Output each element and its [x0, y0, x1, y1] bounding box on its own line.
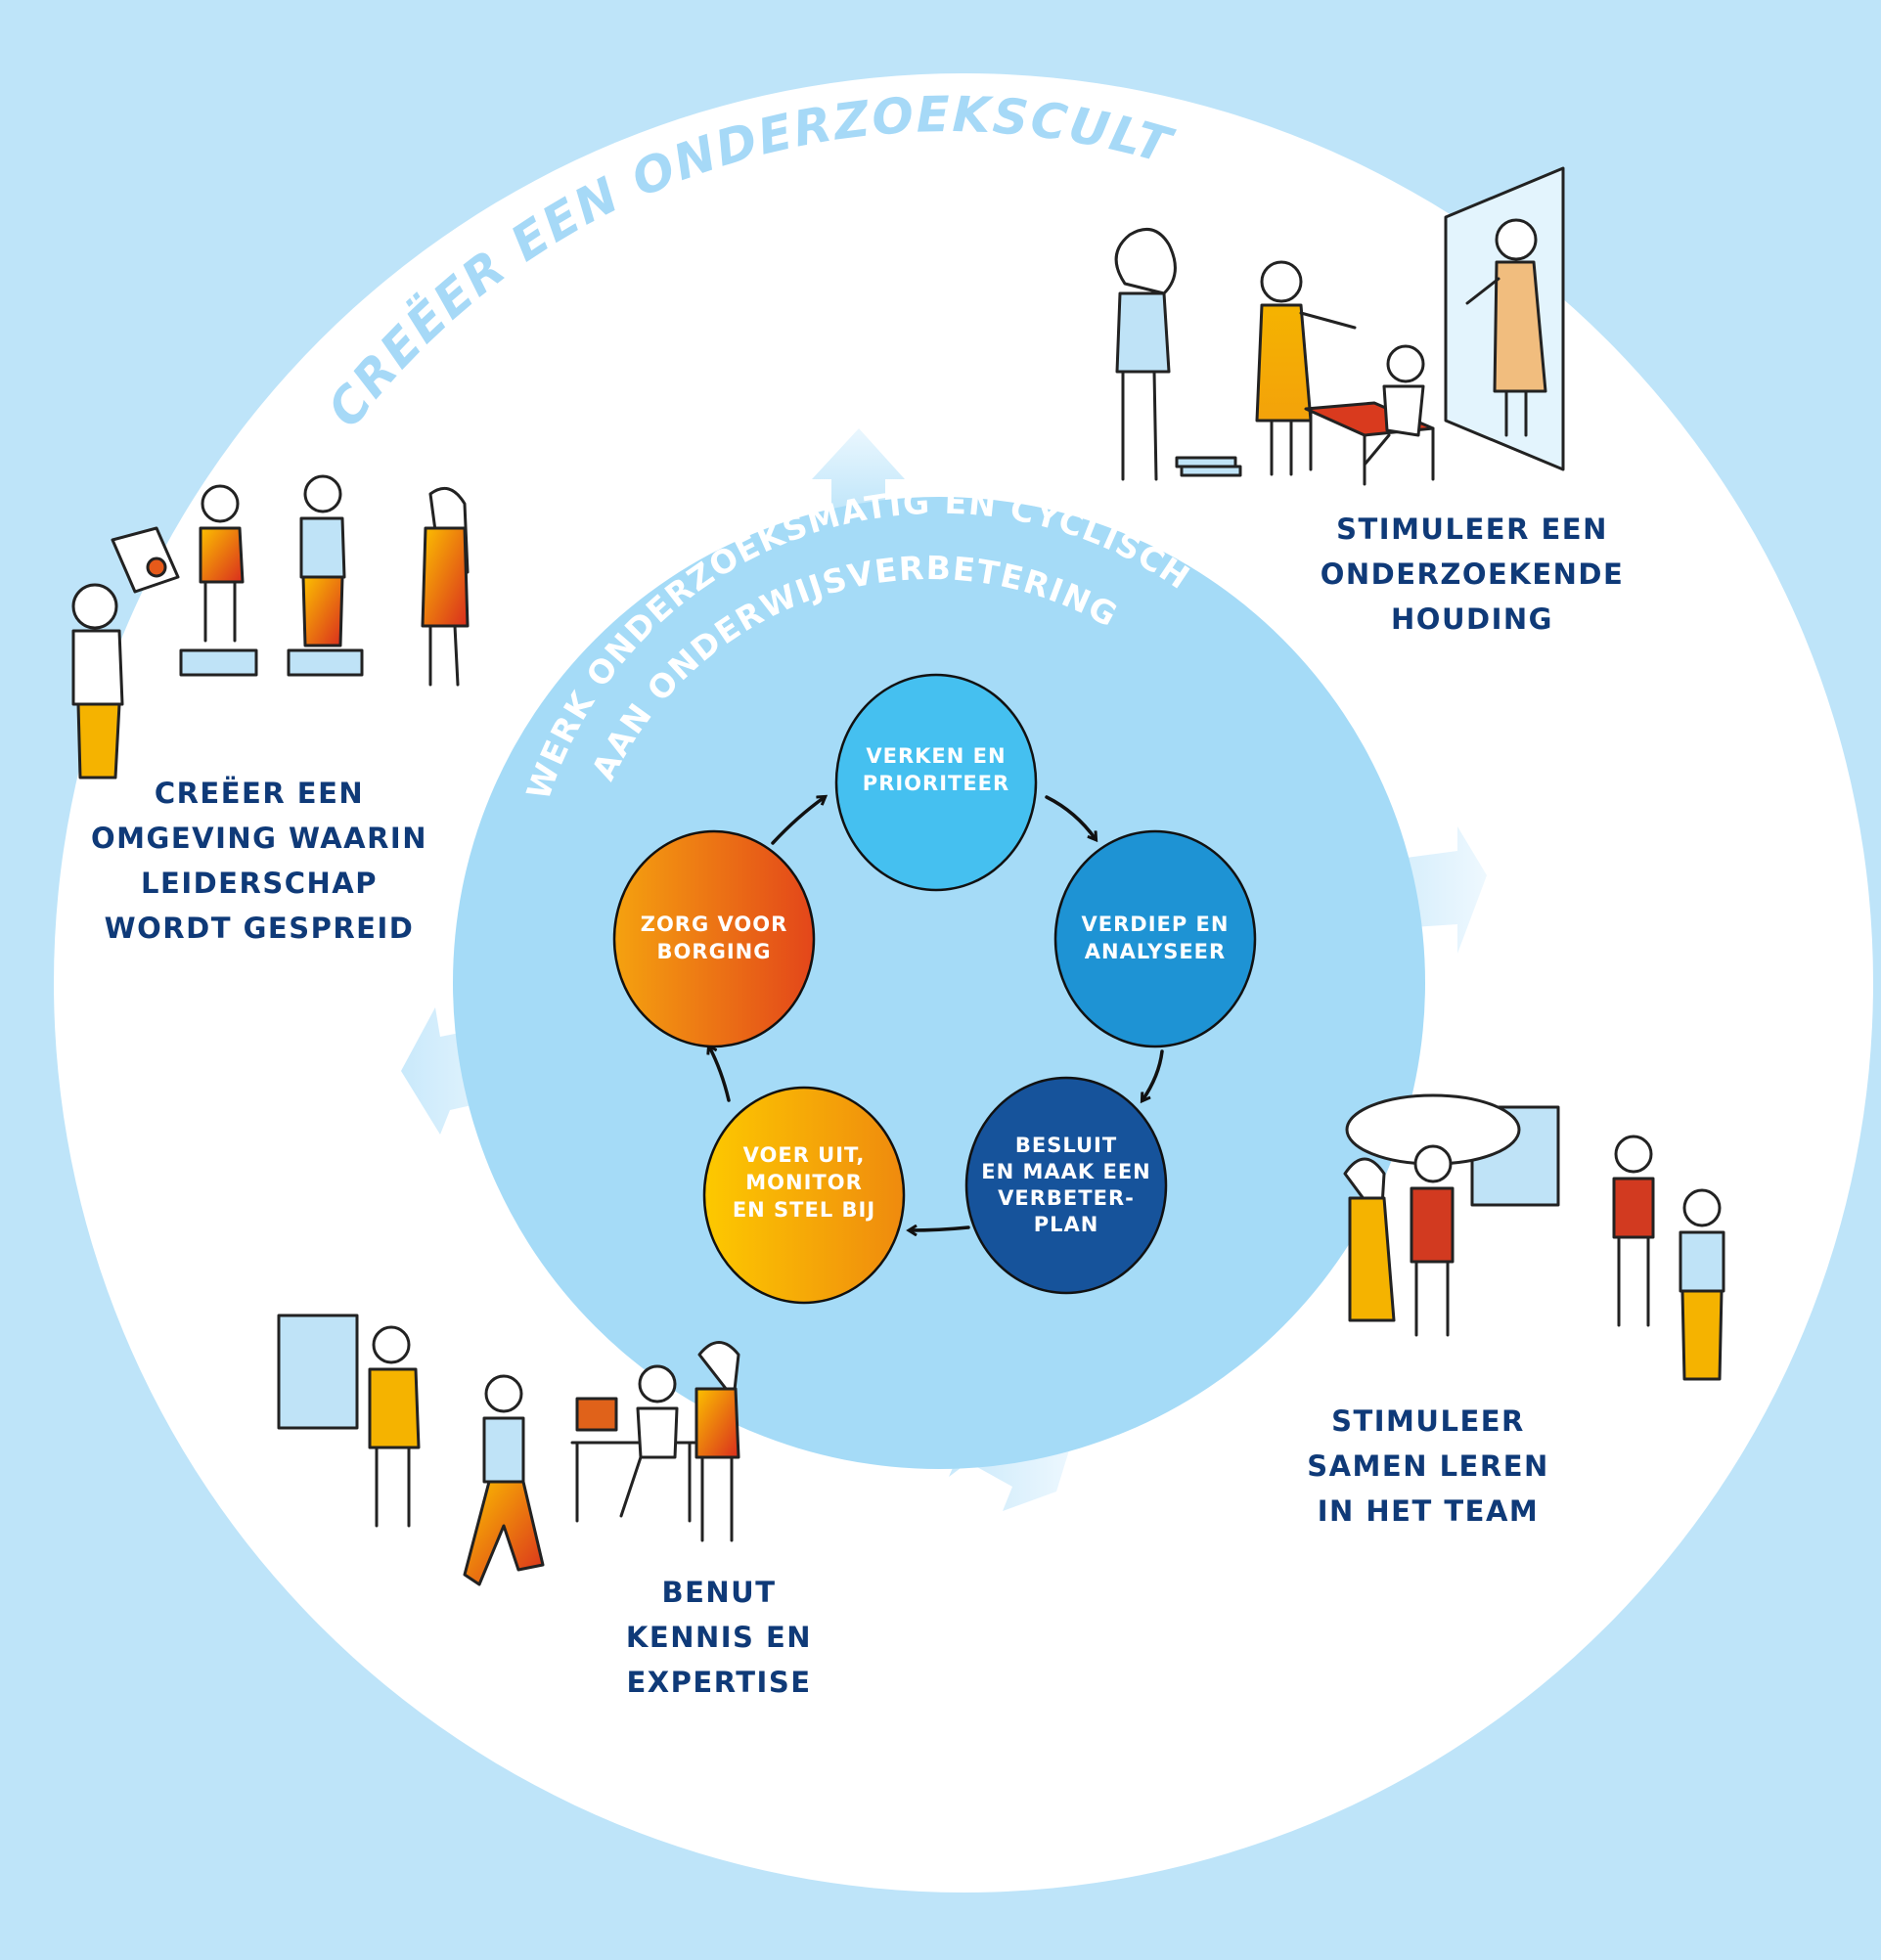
label-leiderschap-gespreid: CREËER EEN OMGEVING WAARIN LEIDERSCHAP W… — [88, 771, 430, 951]
person-reflection-icon — [1465, 218, 1547, 437]
cycle-arrow-4-to-5 — [709, 1047, 731, 1102]
label-line: CREËER EEN — [154, 777, 365, 810]
label-line: OMGEVING WAARIN — [91, 822, 427, 855]
person-seated-student-icon — [1363, 344, 1425, 467]
inner-disc — [453, 497, 1425, 1469]
cycle-arrow-5-to-1 — [771, 797, 825, 845]
label-line: KENNIS EN — [625, 1621, 813, 1654]
person-woman-ponytail-icon — [1612, 1135, 1655, 1327]
person-man-red-icon — [1410, 1144, 1455, 1337]
label-line: EXPERTISE — [626, 1666, 812, 1699]
label-line: IN HET TEAM — [1317, 1494, 1540, 1528]
person-presenting-icon — [179, 484, 258, 677]
person-back-view-icon — [71, 583, 124, 780]
cycle-arrow-1-to-2 — [1045, 795, 1096, 839]
person-gesturing-icon — [287, 474, 364, 677]
label-samen-leren: STIMULEER SAMEN LEREN IN HET TEAM — [1257, 1399, 1599, 1534]
label-onderzoekende-houding: STIMULEER EEN ONDERZOEKENDE HOUDING — [1301, 507, 1643, 642]
label-line: SAMEN LEREN — [1307, 1449, 1549, 1483]
label-line: LEIDERSCHAP — [141, 867, 378, 900]
illustration-kennis — [277, 1314, 740, 1586]
person-man-blue-icon — [1679, 1188, 1725, 1381]
label-line: WORDT GESPREID — [104, 912, 415, 945]
person-standing-back-icon — [1114, 227, 1177, 481]
illustration-leiderschap — [71, 474, 470, 780]
label-line: HOUDING — [1391, 602, 1553, 636]
books-icon — [1175, 456, 1242, 477]
label-line: STIMULEER EEN — [1336, 512, 1608, 546]
label-line: STIMULEER — [1331, 1404, 1525, 1438]
person-woman-yellow-icon — [1343, 1157, 1396, 1322]
cycle-arrow-2-to-3 — [1142, 1049, 1164, 1100]
person-teacher-icon — [1255, 260, 1357, 476]
person-helping-icon — [694, 1341, 740, 1542]
laptop-desk-icon — [570, 1397, 696, 1523]
person-with-clipboard-icon — [368, 1325, 421, 1528]
label-kennis-expertise: BENUT KENNIS EN EXPERTISE — [572, 1570, 866, 1705]
label-line: ONDERZOEKENDE — [1320, 557, 1625, 591]
person-seated-laptop-icon — [619, 1364, 679, 1518]
flipchart-icon — [277, 1314, 359, 1430]
person-walking-icon — [463, 1374, 545, 1586]
label-line: BENUT — [661, 1576, 777, 1609]
chart-paper-icon — [111, 526, 180, 594]
illustration-samen-leren — [1343, 1093, 1725, 1381]
illustration-houding — [1114, 166, 1565, 486]
person-observing-icon — [421, 486, 470, 687]
cycle-arrows — [709, 795, 1164, 1230]
cycle-arrow-3-to-4 — [910, 1227, 970, 1230]
